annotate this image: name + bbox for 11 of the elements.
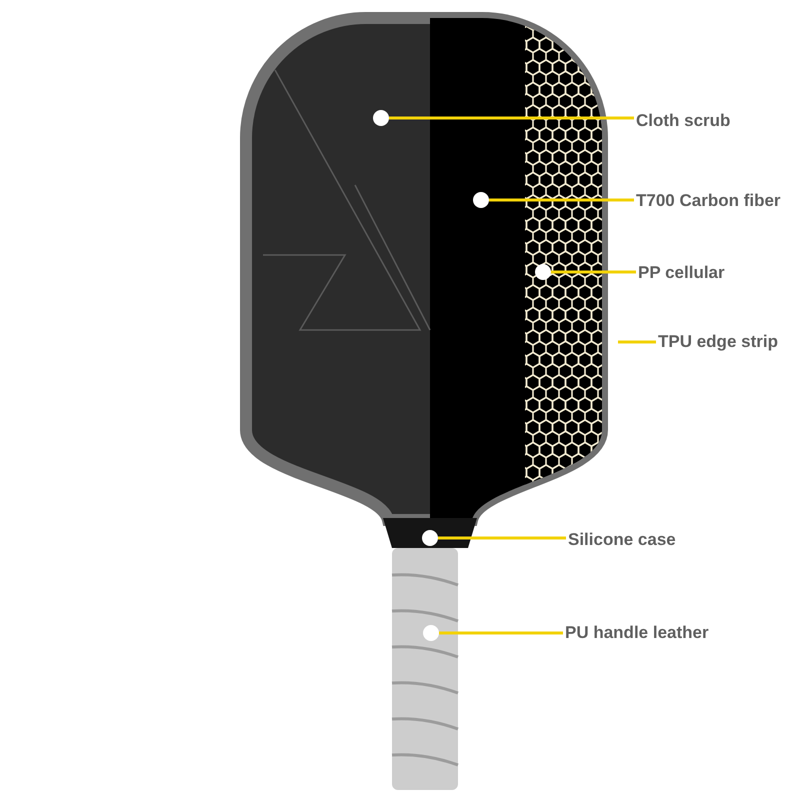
leader-line <box>439 632 563 634</box>
part-label: Cloth scrub <box>636 110 730 132</box>
part-label: PP cellular <box>638 262 725 284</box>
part-label: TPU edge strip <box>658 331 778 353</box>
leader-line <box>618 340 656 344</box>
leader-line <box>389 116 634 120</box>
leader-line <box>438 536 566 540</box>
part-label: T700 Carbon fiber <box>636 190 781 212</box>
leader-line <box>489 198 634 202</box>
part-label: Silicone case <box>568 529 676 551</box>
part-label: PU handle leather <box>565 622 709 644</box>
